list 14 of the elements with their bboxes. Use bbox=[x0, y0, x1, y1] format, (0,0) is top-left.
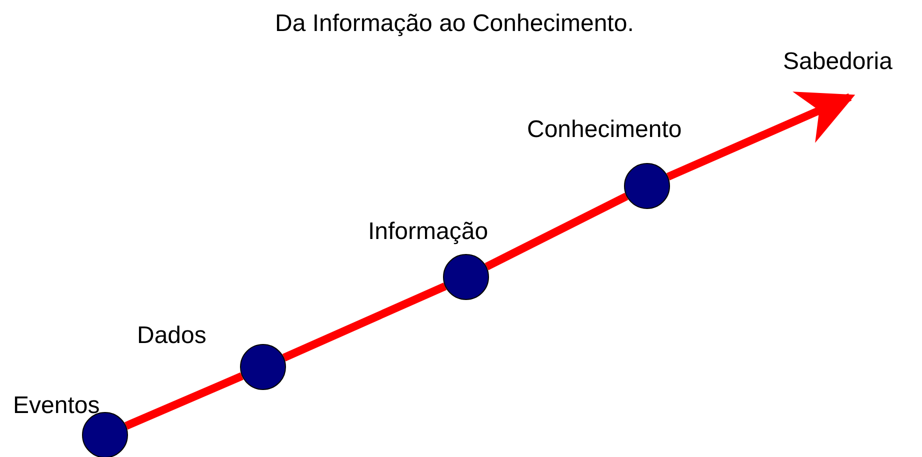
node-label: Informação bbox=[368, 218, 488, 246]
node-label: Sabedoria bbox=[783, 48, 892, 76]
connector-line bbox=[124, 372, 244, 430]
node-label: Eventos bbox=[13, 392, 100, 420]
node-dot bbox=[240, 344, 286, 390]
title: Da Informação ao Conhecimento. bbox=[275, 10, 634, 38]
node-label: Conhecimento bbox=[527, 116, 682, 144]
node-dot bbox=[443, 254, 489, 300]
connector-line bbox=[282, 282, 447, 362]
arrow bbox=[666, 92, 856, 180]
connector-line bbox=[484, 192, 628, 270]
node-dot bbox=[624, 163, 670, 209]
node-dot bbox=[82, 412, 128, 457]
node-label: Dados bbox=[137, 322, 206, 350]
